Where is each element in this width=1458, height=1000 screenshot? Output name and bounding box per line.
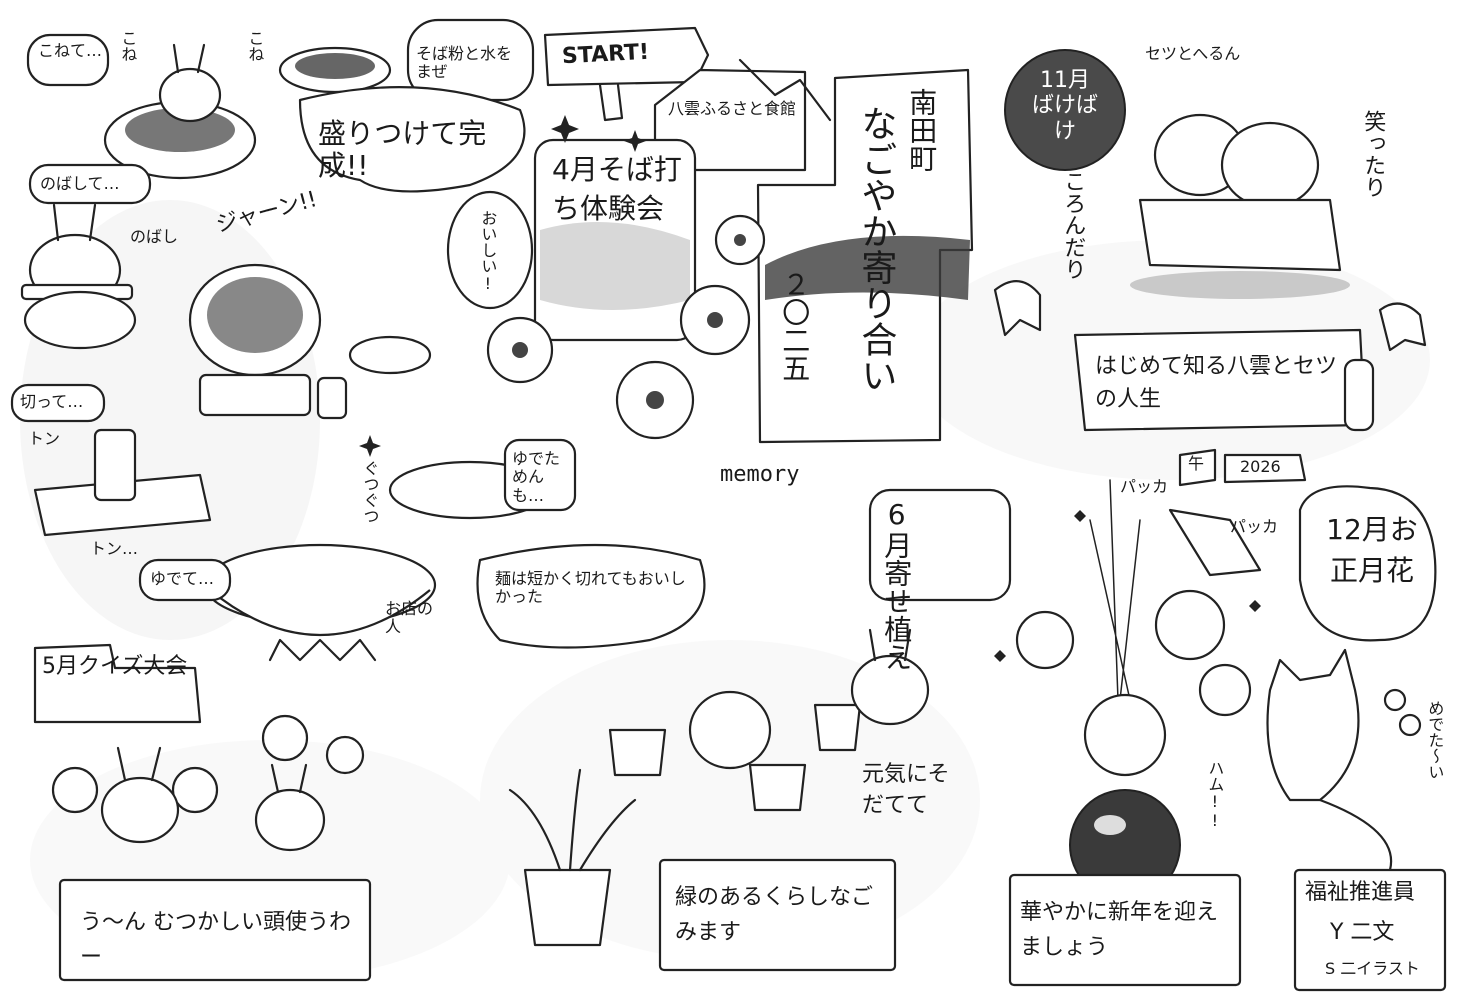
credit-title: 福祉推進員 xyxy=(1305,880,1416,905)
quiz-rabbits xyxy=(51,714,365,852)
year-kanji: 午 xyxy=(1188,454,1205,473)
quiz-note: う〜ん むつかしい頭使うわー xyxy=(80,910,351,971)
credit-text: Y 二文 xyxy=(1330,920,1395,945)
boiled-noodles-bubble: ゆでためんも… xyxy=(512,449,561,505)
year-tag xyxy=(1178,448,1307,487)
may-sign xyxy=(33,643,202,724)
ghost-icon xyxy=(993,280,1427,352)
new-year-note-box xyxy=(1008,873,1242,987)
november-badge xyxy=(1004,49,1126,171)
april-board xyxy=(533,138,697,342)
horse-plush xyxy=(1168,508,1262,577)
title-panel xyxy=(756,68,974,444)
new-year-note: 華やかに新年を迎えましょう xyxy=(1020,900,1219,961)
november-title: 11月ばけばけ xyxy=(1031,68,1098,144)
couple-characters xyxy=(1130,113,1350,299)
cut-sfx: トン xyxy=(28,429,61,448)
memory-label: memory xyxy=(720,462,800,487)
grow-label: 元気にそだてて xyxy=(862,762,950,818)
scroll-banner xyxy=(1073,328,1375,432)
bubble-mix: そば粉と水をまぜ xyxy=(416,44,513,82)
mixing-bowl xyxy=(278,46,392,94)
year-tag-label: 2026 xyxy=(1240,457,1281,476)
title-main: なごやか寄り合い xyxy=(855,105,897,393)
cut-sfx-right: パッカ xyxy=(1120,477,1169,496)
boil-sfx: ぐつぐつ xyxy=(360,460,380,524)
june-sign xyxy=(868,488,1012,602)
stretch-sfx: のばし xyxy=(130,227,179,246)
start-label: START! xyxy=(561,39,650,70)
rabbit-icon xyxy=(850,628,930,726)
rabbit-icon xyxy=(20,203,137,350)
noodle-note: 麺は短かく切れてもおいしかった xyxy=(495,569,686,607)
bubble-stretch: のばして… xyxy=(40,174,120,193)
cut-sfx-right-2: パッカ xyxy=(1230,517,1279,536)
banner-text: はじめて知る八雲とセツの人生 xyxy=(1095,354,1338,412)
title-year: ２〇二五 xyxy=(778,270,812,382)
potted-plant-icon xyxy=(508,703,862,947)
boil-label: ゆでて… xyxy=(150,569,215,588)
venue-label: 八雲ふるさと食館 xyxy=(668,99,797,118)
tasty-bubble: おいしい! xyxy=(478,210,498,293)
setsu-sfx: セツとへるん xyxy=(1145,44,1241,63)
cutting-board xyxy=(33,428,212,537)
title-town: 南田町 xyxy=(905,88,939,172)
june-title: 6月寄せ植え xyxy=(880,498,914,671)
laugh-label: 笑ったり xyxy=(1360,110,1386,198)
quiz-speech-box xyxy=(58,878,372,982)
start-sign xyxy=(543,26,710,122)
boiling-pot xyxy=(203,543,437,662)
cat-icon xyxy=(1266,648,1393,872)
green-note: 緑のあるくらしなごみます xyxy=(675,885,874,946)
scissors-icon xyxy=(1383,688,1422,737)
rabbit-icon xyxy=(158,43,222,123)
rolling-label: ころんだり xyxy=(1060,170,1086,280)
shop-person-label: お店の人 xyxy=(385,599,434,637)
green-note-box xyxy=(658,858,897,972)
cut-sfx-2: トン… xyxy=(90,539,139,558)
december-bubble xyxy=(1298,485,1437,642)
congrats-label: めでた〜い xyxy=(1425,700,1445,780)
knead-sfx-2: こね xyxy=(245,30,265,62)
ham-label: ハム!! xyxy=(1205,760,1225,830)
cherry-blossom-icon xyxy=(486,214,766,440)
knead-sfx: こね xyxy=(118,30,138,62)
kneading-bowl xyxy=(103,100,257,180)
sparkle-decorations xyxy=(359,115,1261,662)
credit-box xyxy=(1293,868,1447,992)
may-title: 5月クイズ大会 xyxy=(42,654,188,679)
soba-pot-icon xyxy=(188,263,322,417)
credit-illust: S 二イラスト xyxy=(1325,959,1420,978)
april-title: 4月そば打ち体験会 xyxy=(552,153,682,226)
bubble-cut: 切って… xyxy=(20,392,84,411)
flower-vase-icon xyxy=(1015,479,1252,901)
december-title: 12月お正月花 xyxy=(1326,513,1418,587)
cat-icon xyxy=(688,690,772,770)
speech-bubbles-top-left xyxy=(10,18,706,649)
bubble-knead: こねて… xyxy=(38,41,103,60)
plating-bubble: 盛りつけて完成!! xyxy=(318,117,487,183)
